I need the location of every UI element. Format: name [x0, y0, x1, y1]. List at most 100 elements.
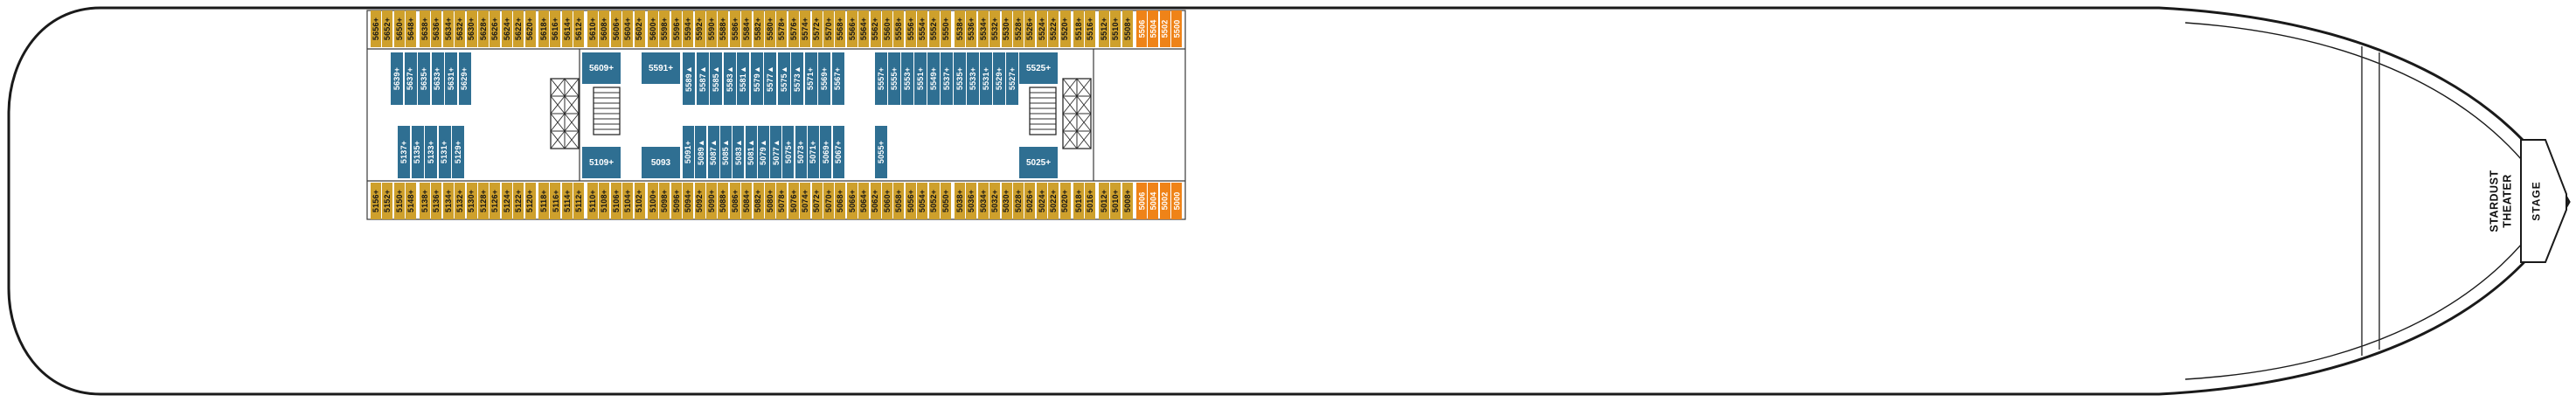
cabin-5056[interactable]: 5056+: [905, 183, 916, 219]
cabin-5522[interactable]: 5522+: [1048, 10, 1059, 47]
cabin-5560[interactable]: 5560+: [882, 10, 892, 47]
cabin-5112[interactable]: 5112+: [573, 183, 585, 219]
cabin-5135[interactable]: 5135+: [411, 126, 424, 178]
cabin-5110[interactable]: 5110+: [587, 183, 598, 219]
cabin-5572[interactable]: 5572+: [811, 10, 823, 47]
cabin-5124[interactable]: 5124+: [501, 183, 512, 219]
cabin-5010[interactable]: 5010+: [1110, 183, 1121, 219]
cabin-5554[interactable]: 5554+: [917, 10, 928, 47]
cabin-5128[interactable]: 5128+: [478, 183, 489, 219]
cabin-5066[interactable]: 5066+: [846, 183, 858, 219]
cabin-5116[interactable]: 5116+: [550, 183, 561, 219]
cabin-5100[interactable]: 5100+: [648, 183, 658, 219]
cabin-5568[interactable]: 5568+: [835, 10, 846, 47]
cabin-5633[interactable]: 5633+: [431, 52, 444, 105]
cabin-5624[interactable]: 5624+: [501, 10, 512, 47]
cabin-5081[interactable]: 5081▲: [745, 126, 757, 178]
cabin-5594[interactable]: 5594+: [683, 10, 694, 47]
cabin-5090[interactable]: 5090+: [706, 183, 717, 219]
cabin-5512[interactable]: 5512+: [1099, 10, 1109, 47]
cabin-5152[interactable]: 5152+: [382, 183, 393, 219]
cabin-5588[interactable]: 5588+: [718, 10, 729, 47]
cabin-5628[interactable]: 5628+: [478, 10, 489, 47]
cabin-5506[interactable]: 5506: [1136, 10, 1147, 47]
cabin-5055[interactable]: 5055+: [875, 126, 887, 178]
cabin-5578[interactable]: 5578+: [776, 10, 788, 47]
cabin-5133[interactable]: 5133+: [425, 126, 437, 178]
cabin-5089[interactable]: 5089▲: [695, 126, 707, 178]
cabin-5083[interactable]: 5083▲: [733, 126, 745, 178]
cabin-5630[interactable]: 5630+: [466, 10, 477, 47]
cabin-5096[interactable]: 5096+: [670, 183, 682, 219]
cabin-5020[interactable]: 5020+: [1059, 183, 1071, 219]
cabin-5504[interactable]: 5504: [1148, 10, 1159, 47]
cabin-5652[interactable]: 5652+: [382, 10, 393, 47]
cabin-5516[interactable]: 5516+: [1085, 10, 1096, 47]
cabin-5068[interactable]: 5068+: [835, 183, 846, 219]
cabin-5589[interactable]: 5589▲: [683, 52, 695, 105]
cabin-5064[interactable]: 5064+: [858, 183, 870, 219]
cabin-5508[interactable]: 5508+: [1121, 10, 1133, 47]
cabin-5004[interactable]: 5004: [1148, 183, 1159, 219]
cabin-5058[interactable]: 5058+: [893, 183, 905, 219]
cabin-5034[interactable]: 5034+: [977, 183, 989, 219]
cabin-5579[interactable]: 5579▲: [750, 52, 763, 105]
cabin-5082[interactable]: 5082+: [753, 183, 764, 219]
cabin-5580[interactable]: 5580+: [765, 10, 775, 47]
cabin-5532[interactable]: 5532+: [989, 10, 1001, 47]
cabin-5130[interactable]: 5130+: [466, 183, 477, 219]
cabin-5536[interactable]: 5536+: [966, 10, 977, 47]
cabin-5018[interactable]: 5018+: [1073, 183, 1084, 219]
cabin-5054[interactable]: 5054+: [917, 183, 928, 219]
cabin-5077[interactable]: 5077▲: [770, 126, 782, 178]
cabin-5098[interactable]: 5098+: [659, 183, 670, 219]
cabin-5106[interactable]: 5106+: [610, 183, 621, 219]
cabin-5102[interactable]: 5102+: [634, 183, 645, 219]
cabin-5581[interactable]: 5581▲: [737, 52, 749, 105]
cabin-5132[interactable]: 5132+: [455, 183, 466, 219]
cabin-5060[interactable]: 5060+: [882, 183, 892, 219]
cabin-5567[interactable]: 5567+: [831, 52, 844, 105]
cabin-5078[interactable]: 5078+: [776, 183, 788, 219]
cabin-5537[interactable]: 5537+: [941, 52, 953, 105]
cabin-5525[interactable]: 5525+: [1019, 52, 1058, 84]
cabin-5000[interactable]: 5000: [1171, 183, 1183, 219]
cabin-5608[interactable]: 5608+: [599, 10, 610, 47]
cabin-5530[interactable]: 5530+: [1001, 10, 1012, 47]
cabin-5656[interactable]: 5656+: [371, 10, 381, 47]
cabin-5500[interactable]: 5500: [1171, 10, 1183, 47]
cabin-5629[interactable]: 5629+: [458, 52, 471, 105]
cabin-5114[interactable]: 5114+: [561, 183, 573, 219]
cabin-5028[interactable]: 5028+: [1013, 183, 1024, 219]
cabin-5533[interactable]: 5533+: [967, 52, 979, 105]
cabin-5067[interactable]: 5067+: [832, 126, 844, 178]
cabin-5555[interactable]: 5555+: [888, 52, 900, 105]
cabin-5510[interactable]: 5510+: [1110, 10, 1121, 47]
cabin-5134[interactable]: 5134+: [442, 183, 454, 219]
cabin-5612[interactable]: 5612+: [573, 10, 585, 47]
cabin-5591[interactable]: 5591+: [642, 52, 680, 84]
cabin-5156[interactable]: 5156+: [371, 183, 381, 219]
cabin-5553[interactable]: 5553+: [901, 52, 913, 105]
cabin-5109[interactable]: 5109+: [582, 147, 621, 178]
cabin-5527[interactable]: 5527+: [1006, 52, 1018, 105]
cabin-5618[interactable]: 5618+: [538, 10, 549, 47]
cabin-5129[interactable]: 5129+: [452, 126, 464, 178]
cabin-5574[interactable]: 5574+: [800, 10, 811, 47]
cabin-5531[interactable]: 5531+: [980, 52, 992, 105]
cabin-5150[interactable]: 5150+: [393, 183, 405, 219]
cabin-5030[interactable]: 5030+: [1001, 183, 1012, 219]
cabin-5502[interactable]: 5502: [1159, 10, 1170, 47]
cabin-5025[interactable]: 5025+: [1019, 147, 1058, 178]
cabin-5556[interactable]: 5556+: [905, 10, 916, 47]
cabin-5052[interactable]: 5052+: [928, 183, 940, 219]
cabin-5586[interactable]: 5586+: [729, 10, 740, 47]
cabin-5609[interactable]: 5609+: [582, 52, 621, 84]
cabin-5558[interactable]: 5558+: [893, 10, 905, 47]
cabin-5074[interactable]: 5074+: [800, 183, 811, 219]
cabin-5590[interactable]: 5590+: [706, 10, 717, 47]
cabin-5036[interactable]: 5036+: [966, 183, 977, 219]
cabin-5136[interactable]: 5136+: [431, 183, 442, 219]
cabin-5534[interactable]: 5534+: [977, 10, 989, 47]
cabin-5137[interactable]: 5137+: [398, 126, 410, 178]
